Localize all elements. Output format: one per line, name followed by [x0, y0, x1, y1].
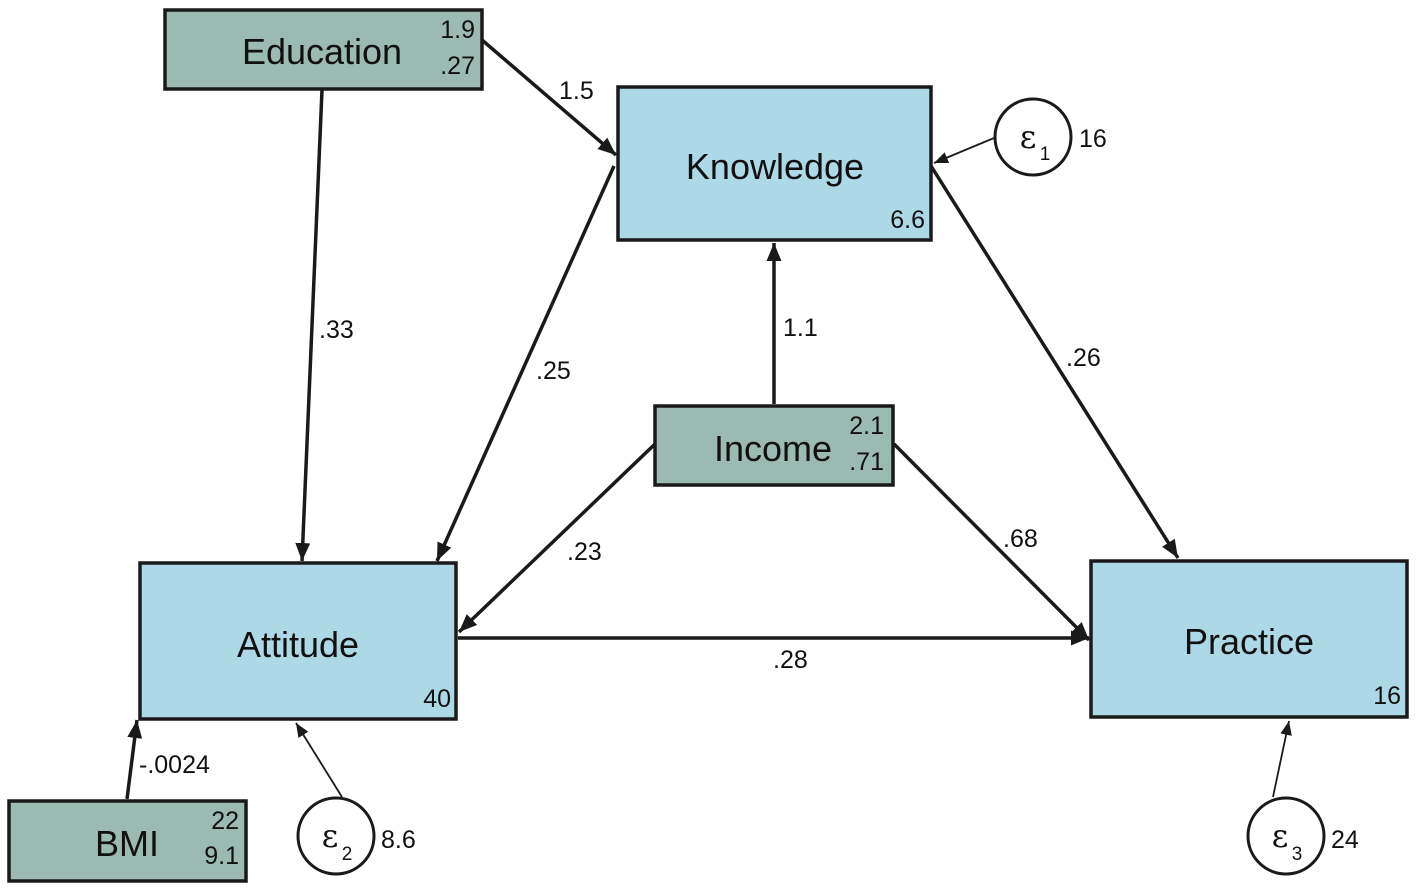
error-e2-variance: 8.6 — [381, 826, 416, 854]
coef-income-knowledge: 1.1 — [783, 314, 818, 342]
error-e1-variance: 16 — [1079, 125, 1107, 153]
node-education-mean: 1.9 — [440, 16, 475, 44]
arrow-education-knowledge — [480, 38, 618, 157]
error-arrows — [295, 137, 1292, 798]
node-education-variance: .27 — [440, 52, 475, 80]
coef-knowledge-attitude: .25 — [536, 357, 571, 385]
node-income-mean: 2.1 — [849, 412, 884, 440]
error-e3-symbol: ε — [1272, 817, 1289, 855]
node-education-box — [163, 8, 484, 91]
node-income-variance: .71 — [849, 448, 884, 476]
node-attitude: Attitude 40 — [138, 561, 458, 721]
coef-income-practice: .68 — [1003, 525, 1038, 553]
arrow-education-attitude — [295, 89, 324, 562]
coef-bmi-attitude: -.0024 — [139, 751, 210, 779]
error-e3: ε 3 24 — [1246, 796, 1359, 876]
error-e2-circle — [296, 796, 376, 876]
arrow-e1-knowledge — [933, 137, 995, 164]
node-practice-box — [1089, 559, 1409, 719]
node-practice: Practice 16 — [1089, 559, 1409, 719]
node-practice-label: Practice — [1184, 621, 1314, 662]
coef-attitude-practice: .28 — [773, 646, 808, 674]
coef-education-knowledge: 1.5 — [559, 77, 594, 105]
arrow-e2-attitude — [295, 722, 343, 798]
node-knowledge-label: Knowledge — [686, 146, 864, 187]
path-coefficients: 1.5 .33 .25 1.1 .23 .68 .26 .28 -.0024 — [139, 77, 1101, 779]
error-e3-variance: 24 — [1331, 826, 1359, 854]
error-e1-index: 1 — [1040, 144, 1051, 165]
node-income: Income 2.1 .71 — [653, 404, 895, 487]
node-bmi: BMI 22 9.1 — [7, 799, 248, 883]
node-attitude-intercept: 40 — [423, 685, 451, 713]
node-income-box — [653, 404, 895, 487]
node-attitude-box — [138, 561, 458, 721]
error-e2: ε 2 8.6 — [296, 796, 416, 876]
coef-education-attitude: .33 — [319, 316, 354, 344]
arrow-income-attitude — [457, 442, 657, 634]
node-practice-intercept: 16 — [1373, 682, 1401, 710]
node-knowledge: Knowledge 6.6 — [616, 85, 933, 242]
node-attitude-label: Attitude — [237, 624, 359, 665]
node-income-label: Income — [714, 428, 832, 469]
error-e3-index: 3 — [1292, 844, 1303, 865]
node-bmi-label: BMI — [95, 823, 159, 864]
node-bmi-box — [7, 799, 248, 883]
error-e1-circle — [993, 97, 1073, 177]
node-education: Education 1.9 .27 — [163, 8, 484, 91]
arrow-e3-practice — [1272, 720, 1292, 798]
node-knowledge-intercept: 6.6 — [890, 206, 925, 234]
node-bmi-mean: 22 — [211, 807, 239, 835]
arrow-knowledge-practice — [929, 165, 1180, 559]
arrow-knowledge-attitude — [435, 165, 616, 562]
node-education-label: Education — [242, 31, 402, 72]
coef-income-attitude: .23 — [567, 538, 602, 566]
node-bmi-variance: 9.1 — [204, 842, 239, 870]
error-e2-symbol: ε — [322, 817, 339, 855]
error-e1-symbol: ε — [1020, 118, 1037, 156]
error-e1: ε 1 16 — [993, 97, 1107, 177]
node-knowledge-box — [616, 85, 933, 242]
arrow-bmi-attitude — [125, 719, 143, 800]
arrow-income-practice — [892, 442, 1091, 642]
error-e3-circle — [1246, 796, 1326, 876]
coef-knowledge-practice: .26 — [1066, 344, 1101, 372]
path-arrows — [125, 38, 1180, 800]
error-e2-index: 2 — [342, 844, 353, 865]
